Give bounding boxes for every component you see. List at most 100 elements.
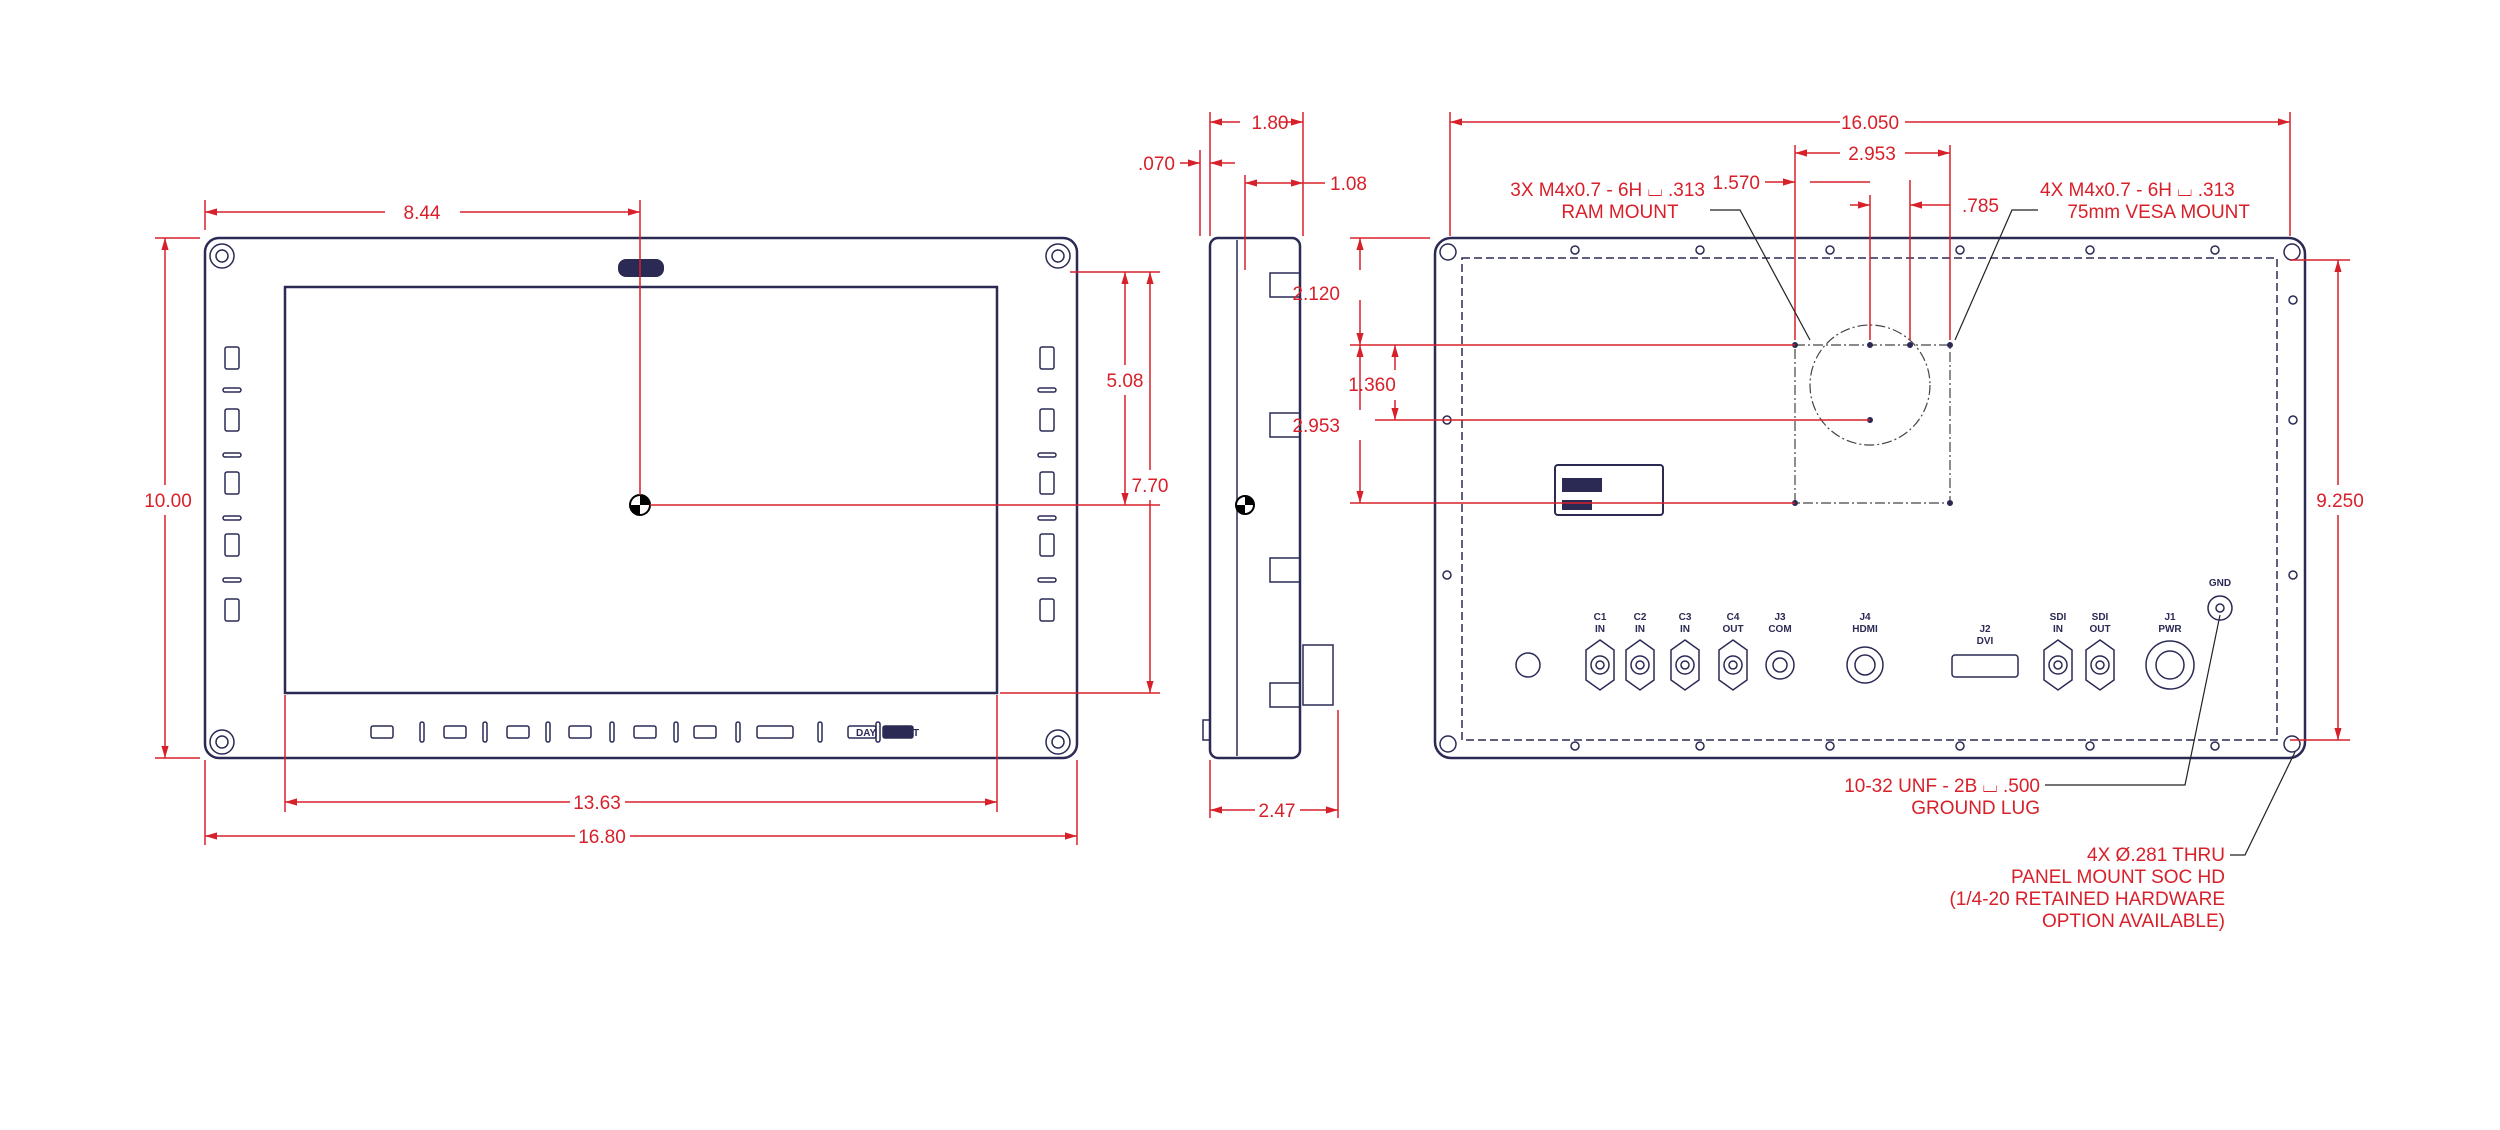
connector-type-label: PWR bbox=[2158, 624, 2182, 635]
side-button[interactable] bbox=[224, 533, 240, 557]
bnc-connector-inner bbox=[1723, 655, 1743, 675]
com-connector-inner bbox=[1772, 657, 1788, 673]
connector-id-label: J2 bbox=[1979, 624, 1991, 635]
bottom-button[interactable] bbox=[370, 725, 394, 739]
screw-icon bbox=[1955, 741, 1965, 751]
dim-16-80: 16.80 bbox=[578, 827, 626, 848]
button-divider[interactable] bbox=[1037, 577, 1057, 583]
bottom-button[interactable] bbox=[633, 725, 657, 739]
bottom-button[interactable] bbox=[693, 725, 717, 739]
panel-mount-label: PANEL MOUNT SOC HD bbox=[2011, 867, 2225, 888]
screw-icon bbox=[2288, 295, 2298, 305]
dim-vesa-2-953: 2.953 bbox=[1848, 144, 1896, 165]
button-divider[interactable] bbox=[735, 721, 741, 743]
panel-mount-hole bbox=[1439, 243, 1457, 261]
button-divider[interactable] bbox=[609, 721, 615, 743]
dim-070: .070 bbox=[1138, 154, 1175, 175]
mounting-boss bbox=[1269, 272, 1300, 298]
power-connector-inner bbox=[2155, 650, 2185, 680]
side-button[interactable] bbox=[1039, 408, 1055, 432]
dim-785: .785 bbox=[1962, 196, 1999, 217]
gnd-label: GND bbox=[2209, 578, 2231, 589]
button-divider[interactable] bbox=[222, 515, 242, 521]
mounting-boss bbox=[1269, 682, 1300, 708]
connector-type-label: IN bbox=[1680, 624, 1690, 635]
side-view bbox=[1202, 236, 1334, 760]
connector-type-label: OUT bbox=[2089, 624, 2110, 635]
night-button[interactable] bbox=[882, 725, 914, 739]
button-divider[interactable] bbox=[222, 387, 242, 393]
day-button[interactable] bbox=[847, 725, 877, 739]
button-divider[interactable] bbox=[1037, 387, 1057, 393]
ground-lug-callout: 10-32 UNF - 2B ⌴ .500 bbox=[1844, 776, 2040, 797]
bnc-connector-icon bbox=[2085, 639, 2115, 691]
dim-2-120: 2.120 bbox=[1292, 284, 1340, 305]
panel-mount-callout: 4X Ø.281 THRU bbox=[2087, 845, 2225, 866]
screw-icon bbox=[1825, 741, 1835, 751]
night-button-label: NIGHT bbox=[888, 728, 919, 739]
hdmi-connector-icon bbox=[1846, 646, 1884, 684]
screw-icon bbox=[1955, 245, 1965, 255]
side-button[interactable] bbox=[224, 471, 240, 495]
side-button[interactable] bbox=[1039, 346, 1055, 370]
button-divider[interactable] bbox=[482, 721, 488, 743]
button-divider[interactable] bbox=[817, 721, 823, 743]
button-divider[interactable] bbox=[222, 577, 242, 583]
connector-id-label: C2 bbox=[1634, 612, 1647, 623]
side-button[interactable] bbox=[1039, 598, 1055, 622]
day-button-label: DAY bbox=[856, 728, 877, 739]
dim-13-63: 13.63 bbox=[573, 793, 621, 814]
button-divider[interactable] bbox=[673, 721, 679, 743]
button-divider[interactable] bbox=[419, 721, 425, 743]
screw-icon bbox=[1695, 741, 1705, 751]
dvi-connector-icon bbox=[1951, 654, 2019, 678]
bnc-connector-icon bbox=[1670, 639, 1700, 691]
mounting-boss bbox=[1269, 412, 1300, 438]
bottom-button[interactable] bbox=[443, 725, 467, 739]
button-divider[interactable] bbox=[222, 452, 242, 458]
bnc-connector-pin bbox=[2053, 660, 2063, 670]
side-button[interactable] bbox=[1039, 533, 1055, 557]
connector-id-label: J1 bbox=[2164, 612, 2176, 623]
connector-id-label: C4 bbox=[1727, 612, 1740, 623]
dim-7-70: 7.70 bbox=[1132, 476, 1169, 497]
side-button[interactable] bbox=[224, 598, 240, 622]
ground-lug-icon bbox=[2207, 595, 2233, 621]
bottom-button[interactable] bbox=[506, 725, 530, 739]
bnc-connector-icon bbox=[2043, 639, 2073, 691]
side-button[interactable] bbox=[224, 346, 240, 370]
bnc-connector-inner bbox=[2090, 655, 2110, 675]
button-divider[interactable] bbox=[1037, 515, 1057, 521]
mounting-boss bbox=[1269, 557, 1300, 583]
dim-16-050: 16.050 bbox=[1841, 113, 1899, 134]
bnc-connector-inner bbox=[1675, 655, 1695, 675]
connector-id-label: C1 bbox=[1594, 612, 1607, 623]
panel-mount-hole bbox=[2283, 243, 2301, 261]
dim-1-570: 1.570 bbox=[1712, 173, 1760, 194]
bnc-connector-pin bbox=[1635, 660, 1645, 670]
screw-icon bbox=[2288, 415, 2298, 425]
dim-8-44: 8.44 bbox=[404, 203, 441, 224]
screw-icon bbox=[2288, 570, 2298, 580]
bnc-connector-pin bbox=[1728, 660, 1738, 670]
dim-rear-2-953: 2.953 bbox=[1292, 416, 1340, 437]
power-connector-icon bbox=[2145, 640, 2195, 690]
connector-type-label: DVI bbox=[1977, 636, 1994, 647]
bnc-connector-pin bbox=[2095, 660, 2105, 670]
button-divider[interactable] bbox=[1037, 452, 1057, 458]
panel-mount-hole bbox=[2283, 735, 2301, 753]
dim-height: 10.00 bbox=[144, 491, 192, 512]
side-button[interactable] bbox=[224, 408, 240, 432]
brightness-button[interactable] bbox=[756, 725, 794, 739]
panel-mount-hole bbox=[1439, 735, 1457, 753]
bottom-button[interactable] bbox=[568, 725, 592, 739]
vesa-mount-label: 75mm VESA MOUNT bbox=[2067, 202, 2250, 223]
side-button[interactable] bbox=[1039, 471, 1055, 495]
connector-type-label: HDMI bbox=[1852, 624, 1878, 635]
com-connector-icon bbox=[1765, 650, 1795, 680]
button-divider[interactable] bbox=[545, 721, 551, 743]
dim-1-80: 1.80 bbox=[1252, 113, 1289, 134]
screw-icon bbox=[1442, 570, 1452, 580]
